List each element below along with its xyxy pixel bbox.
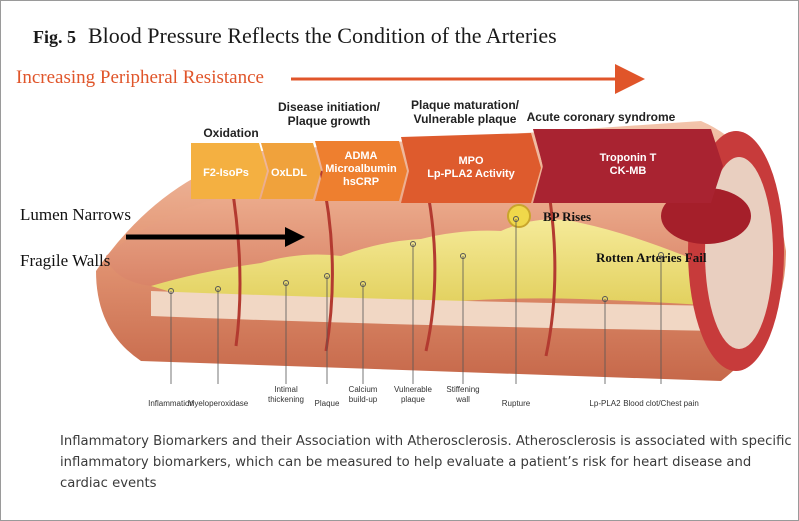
bottom-label: Lp-PLA2 xyxy=(589,399,621,408)
bottom-label: Rupture xyxy=(502,399,531,408)
marker-banner-f2-isops xyxy=(191,143,267,199)
bp-rises-callout: BP Rises xyxy=(543,209,591,224)
bottom-label: Blood clot/Chest pain xyxy=(623,399,699,408)
stage-header-maturation: Plaque maturation/Vulnerable plaque xyxy=(411,98,520,126)
marker-oxldl: OxLDL xyxy=(271,167,307,179)
figure-title: Fig. 5 Blood Pressure Reflects the Condit… xyxy=(33,23,557,49)
resistance-label: Increasing Peripheral Resistance xyxy=(16,67,264,88)
stage-header-initiation: Disease initiation/Plaque growth xyxy=(278,100,381,128)
leader-dot xyxy=(658,252,664,258)
leader-dot xyxy=(283,280,289,286)
bottom-label: Myeloperoxidase xyxy=(188,399,249,408)
lumen-arrow-head xyxy=(285,227,305,247)
stage-headers: Oxidation Disease initiation/Plaque grow… xyxy=(203,98,675,140)
marker-f2-isops: F2-IsoPs xyxy=(203,167,249,179)
leader-dot xyxy=(513,216,519,222)
bottom-label: Inflammation xyxy=(148,399,194,408)
figure-caption: Inflammatory Biomarkers and their Associ… xyxy=(60,434,792,491)
marker-banner-adma xyxy=(315,141,407,201)
leader-dot xyxy=(410,241,416,247)
leader-dot xyxy=(460,253,466,259)
figure-number: Fig. 5 xyxy=(33,27,76,47)
bottom-label: Plaque xyxy=(315,399,340,408)
arterial-lining xyxy=(151,291,721,331)
rupture-burst xyxy=(507,204,531,228)
leader-dot xyxy=(215,286,221,292)
leader-dot xyxy=(360,281,366,287)
fragile-walls-label: Fragile Walls xyxy=(20,251,111,270)
marker-banner-mpo xyxy=(401,133,541,203)
leader-dot xyxy=(168,288,174,294)
leader-dot xyxy=(602,296,608,302)
rotten-arteries-callout: Rotten Arteries Fail xyxy=(596,250,707,265)
bottom-label-leaders xyxy=(168,216,664,384)
leader-dot xyxy=(324,273,330,279)
marker-banner-troponin xyxy=(533,129,723,203)
segment-divider xyxy=(229,180,242,347)
stage-header-acs: Acute coronary syndrome xyxy=(527,110,676,124)
stage-header-oxidation: Oxidation xyxy=(203,126,258,140)
lumen-narrows-label: Lumen Narrows xyxy=(20,205,131,224)
figure-title-text: Blood Pressure Reflects the Condition of… xyxy=(88,23,557,48)
marker-banner-oxldl xyxy=(261,143,321,199)
